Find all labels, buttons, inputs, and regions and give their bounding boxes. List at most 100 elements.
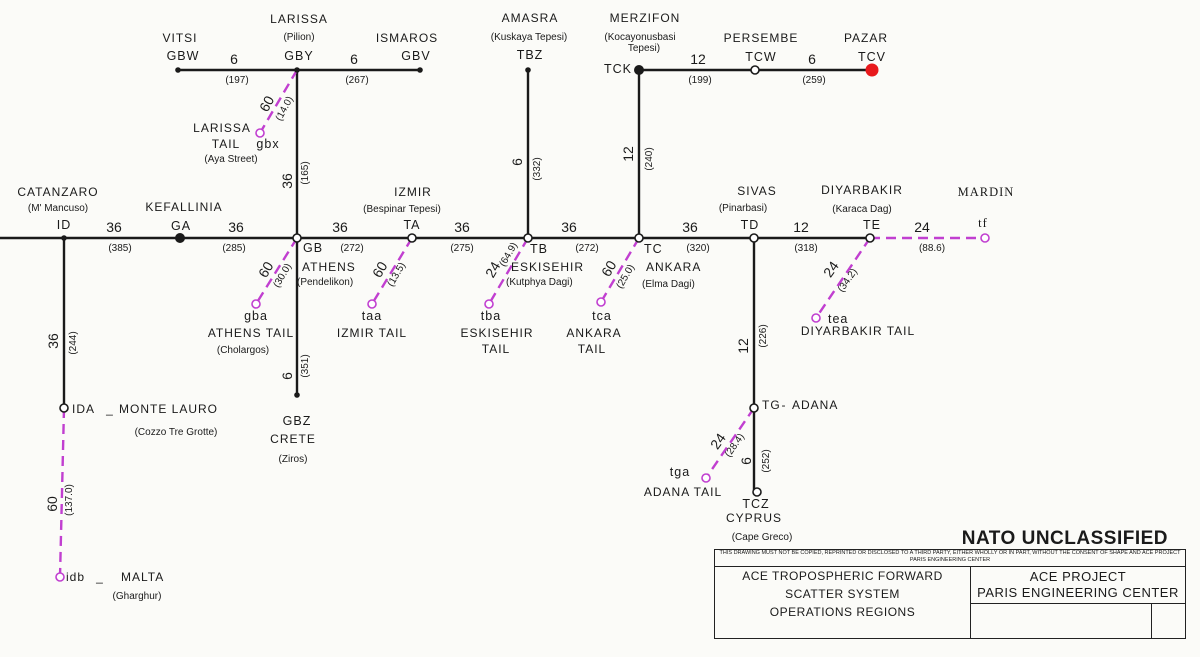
label-sivas-sub: (Pinarbasi) <box>719 203 767 214</box>
label-ida-dash: _ <box>105 402 114 416</box>
link-labels: 6 (197) 6 (267) 12 (199) 6 (259) 36 (385… <box>44 51 945 516</box>
station-marker-tcz[interactable] <box>752 487 762 497</box>
channels-tg-tcz: 6 <box>738 457 754 465</box>
station-marker-tga[interactable] <box>701 473 711 483</box>
distance-id-ga: (385) <box>108 243 131 254</box>
distance-ga-gb: (285) <box>222 243 245 254</box>
station-marker-ta[interactable] <box>407 233 417 243</box>
station-marker-tbz[interactable] <box>525 67 531 73</box>
station-marker-tcw[interactable] <box>750 65 760 75</box>
channels-tck-tc: 12 <box>620 146 636 162</box>
distance-ida-idb: (137.0) <box>64 484 75 516</box>
label-merzifon-sub: (Kocayonusbasi <box>604 32 675 43</box>
channels-id-ida: 36 <box>45 333 61 349</box>
distance-gby-gbx: (14.0) <box>274 95 296 123</box>
station-marker-gb[interactable] <box>292 233 302 243</box>
link-te-tea <box>815 237 871 319</box>
label-merzifon-sub2: Tepesi) <box>628 43 660 54</box>
link-gby-gbx <box>258 69 299 134</box>
label-tc-code: TC <box>644 242 663 256</box>
station-marker-te[interactable] <box>865 233 875 243</box>
distance-tbz-tb: (332) <box>532 157 543 180</box>
organization-line-1: ACE PROJECT <box>1029 569 1127 584</box>
station-marker-tc[interactable] <box>634 233 644 243</box>
label-izmir-tail-name: IZMIR TAIL <box>337 326 407 340</box>
station-marker-ida[interactable] <box>59 403 69 413</box>
distance-tg-tcz: (252) <box>761 449 772 472</box>
station-marker-gbw[interactable] <box>175 67 181 73</box>
label-taa-code: taa <box>362 309 382 323</box>
station-marker-id[interactable] <box>61 235 67 241</box>
label-sivas-name: SIVAS <box>737 184 776 198</box>
classification-label: NATO UNCLASSIFIED <box>961 528 1168 549</box>
link-tb-tba <box>487 237 530 305</box>
label-monte-lauro-sub: (Cozzo Tre Grotte) <box>135 427 218 438</box>
label-catanzaro-name: CATANZARO <box>17 185 98 199</box>
channels-tc-tca: 60 <box>598 258 620 280</box>
label-idb-code: idb <box>66 570 85 584</box>
station-marker-ga[interactable] <box>175 233 185 243</box>
distance-gb-ta: (272) <box>340 243 363 254</box>
channels-tb-tba: 24 <box>482 259 504 281</box>
station-marker-gba[interactable] <box>251 299 261 309</box>
label-amasra-sub: (Kuskaya Tepesi) <box>491 32 568 43</box>
label-tcw-code: TCW <box>745 50 776 64</box>
label-ismaros-name: ISMAROS <box>376 31 438 45</box>
station-marker-tg[interactable] <box>749 403 759 413</box>
label-monte-lauro-name: MONTE LAURO <box>119 402 218 416</box>
distance-id-ida: (244) <box>68 331 79 354</box>
organization-block: ACE PROJECT PARIS ENGINEERING CENTER <box>971 567 1185 639</box>
label-tba-code: tba <box>481 309 501 323</box>
organization-line-2: PARIS ENGINEERING CENTER <box>977 585 1179 600</box>
station-marker-gbv[interactable] <box>417 67 423 73</box>
label-ga-code: GA <box>171 219 191 233</box>
trunk-links <box>0 68 872 490</box>
label-ta-code: TA <box>403 218 420 232</box>
station-marker-tba[interactable] <box>484 299 494 309</box>
channels-tbz-tb: 6 <box>509 158 525 166</box>
station-marker-taa[interactable] <box>367 299 377 309</box>
station-marker-tcv[interactable] <box>865 63 879 77</box>
station-marker-tca[interactable] <box>596 297 606 307</box>
channels-gb-ta: 36 <box>332 219 348 235</box>
distance-te-tf: (88.6) <box>919 243 945 254</box>
station-marker-td[interactable] <box>749 233 759 243</box>
station-marker-tck[interactable] <box>634 65 644 75</box>
station-marker-gbz[interactable] <box>294 392 300 398</box>
label-tg-dash: - <box>782 398 787 412</box>
station-marker-tb[interactable] <box>523 233 533 243</box>
distance-tck-tcw: (199) <box>688 75 711 86</box>
label-idb-dash: _ <box>95 570 104 584</box>
channels-te-tea: 24 <box>820 258 842 280</box>
link-gb-gba <box>254 237 299 305</box>
label-athens-sub: (Pendelikon) <box>297 277 353 288</box>
channels-ta-tb: 36 <box>454 219 470 235</box>
station-marker-tf[interactable] <box>980 233 990 243</box>
distance-td-te: (318) <box>794 243 817 254</box>
label-larissa-name: LARISSA <box>270 12 328 26</box>
station-marker-gby[interactable] <box>294 67 300 73</box>
label-diyarbakir-name: DIYARBAKIR <box>821 183 903 197</box>
station-marker-idb[interactable] <box>55 572 65 582</box>
label-kefallinia-name: KEFALLINIA <box>145 200 222 214</box>
label-tga-code: tga <box>670 465 690 479</box>
station-marker-tea[interactable] <box>811 313 821 323</box>
link-ta-taa <box>370 237 414 305</box>
label-td-code: TD <box>741 218 760 232</box>
label-tea-code: tea <box>828 312 848 326</box>
label-gbw-code: GBW <box>167 49 200 63</box>
label-ankara-tail-line1: ANKARA <box>566 326 621 340</box>
channels-te-tf: 24 <box>914 219 930 235</box>
copy-warning: THIS DRAWING MUST NOT BE COPIED, REPRINT… <box>715 550 1185 567</box>
title-block-frame: THIS DRAWING MUST NOT BE COPIED, REPRINT… <box>714 549 1186 639</box>
station-marker-gbx[interactable] <box>255 128 265 138</box>
channels-td-tg: 12 <box>735 338 751 354</box>
label-athens-name: ATHENS <box>302 260 356 274</box>
distance-ta-taa: (13.5) <box>386 261 409 289</box>
drawing-title-line-2: SCATTER SYSTEM <box>785 587 900 601</box>
distance-tck-tc: (240) <box>644 147 655 170</box>
label-tb-code: TB <box>530 242 548 256</box>
distance-td-tg: (226) <box>758 324 769 347</box>
